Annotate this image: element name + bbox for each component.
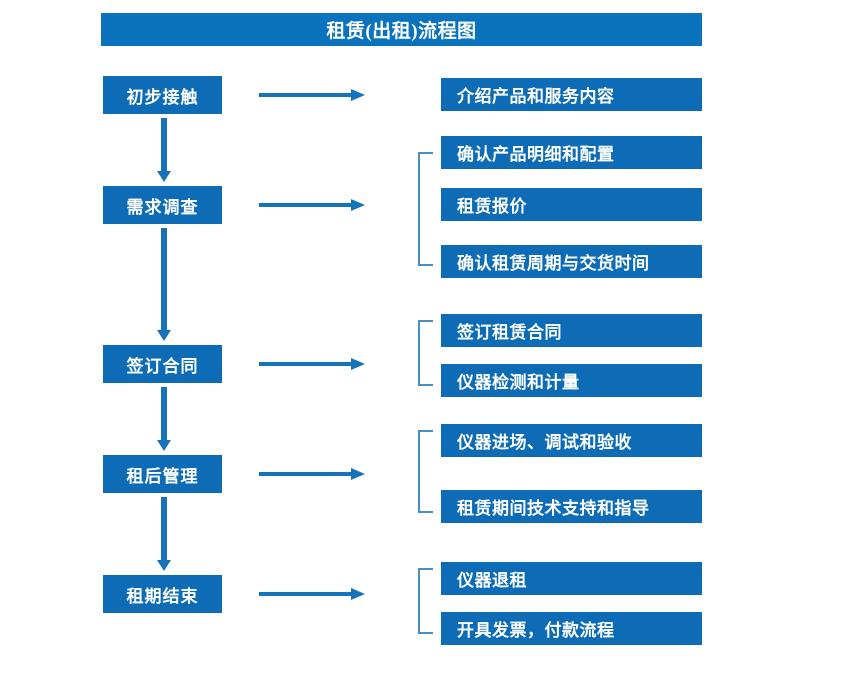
detail-box-querenzulinzhouqi[interactable]: 确认租赁周期与交货时间	[441, 245, 702, 278]
detail-box-qiandingzulinhetong[interactable]: 签订租赁合同	[441, 314, 702, 347]
detail-box-querenchanpinmingxi[interactable]: 确认产品明细和配置	[441, 136, 702, 169]
stage-box-zuhouguanli[interactable]: 租后管理	[103, 455, 222, 493]
detail-box-yiqituizu[interactable]: 仪器退租	[441, 562, 702, 595]
detail-box-yiqijiancehejiliang[interactable]: 仪器检测和计量	[441, 364, 702, 397]
page-title: 租赁(出租)流程图	[101, 13, 702, 46]
group-bracket-1	[418, 152, 433, 266]
stage-box-xuqiudiaocha[interactable]: 需求调查	[103, 186, 222, 224]
vertical-arrow-3	[155, 387, 173, 451]
detail-box-zulinbaojia[interactable]: 租赁报价	[441, 188, 702, 221]
detail-box-jieshaochanpin[interactable]: 介绍产品和服务内容	[441, 78, 702, 111]
group-bracket-3	[418, 430, 433, 513]
detail-box-kaijufapiao[interactable]: 开具发票，付款流程	[441, 612, 702, 645]
horizontal-arrow-2	[259, 197, 365, 213]
stage-box-zuqijieshu[interactable]: 租期结束	[103, 575, 222, 613]
horizontal-arrow-1	[259, 87, 365, 103]
horizontal-arrow-4	[259, 466, 365, 482]
detail-box-zulinqijianjishu[interactable]: 租赁期间技术支持和指导	[441, 490, 702, 523]
stage-box-chubujiechu[interactable]: 初步接触	[103, 76, 222, 114]
group-bracket-4	[418, 568, 433, 634]
horizontal-arrow-3	[259, 356, 365, 372]
horizontal-arrow-5	[259, 586, 365, 602]
vertical-arrow-4	[155, 497, 173, 571]
detail-box-yiqijinchang[interactable]: 仪器进场、调试和验收	[441, 424, 702, 457]
stage-box-qiandinghetong[interactable]: 签订合同	[103, 345, 222, 383]
vertical-arrow-2	[155, 228, 173, 341]
vertical-arrow-1	[155, 118, 173, 182]
group-bracket-2	[418, 320, 433, 386]
